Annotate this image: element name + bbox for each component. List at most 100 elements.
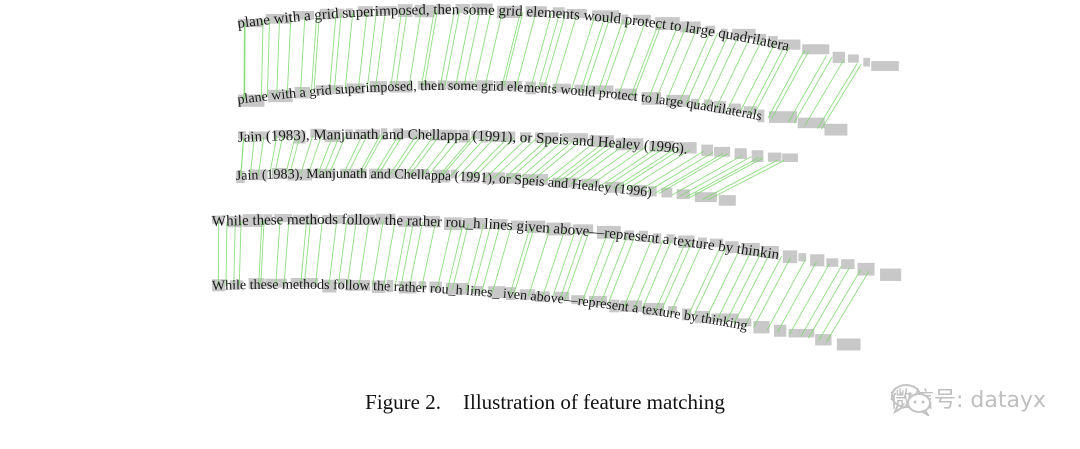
feature-match-line — [238, 221, 242, 286]
text-shadow-segment — [267, 89, 293, 103]
text-shadow-segment — [571, 295, 586, 305]
feature-match-line — [537, 13, 560, 89]
feature-match-line — [225, 221, 228, 286]
feature-match-line — [646, 151, 714, 193]
text-shadow-segment — [238, 131, 246, 140]
feature-match-line — [671, 155, 743, 196]
text-shadow-segment — [701, 144, 713, 157]
feature-match-line — [333, 13, 342, 91]
text-shadow-segment — [667, 306, 678, 315]
feature-match-line — [240, 137, 245, 176]
feature-match-line — [530, 13, 552, 89]
match-lines — [217, 10, 870, 343]
feature-match-line — [804, 59, 845, 126]
warped-text-shadows — [212, 3, 902, 351]
text-shadow-segment — [697, 237, 707, 248]
text-shadow-segment — [407, 169, 430, 178]
text-shadow-segment — [682, 308, 692, 321]
text-shadow-segment — [621, 14, 629, 25]
text-shadow-segment — [554, 291, 570, 301]
text-shadow-segment — [624, 230, 634, 241]
text-shadow-segment — [741, 242, 760, 256]
feature-match-line — [343, 134, 363, 175]
text-shadow-segment — [586, 85, 614, 95]
feature-match-line — [441, 136, 477, 177]
feature-match-line — [515, 12, 537, 88]
text-shadow-segment — [430, 129, 458, 141]
feature-match-line — [257, 136, 265, 176]
feature-match-line — [618, 148, 681, 190]
feature-match-line — [266, 20, 270, 97]
text-shadow-segment — [615, 138, 644, 151]
feature-match-line — [393, 135, 422, 175]
text-shadow-segment — [666, 94, 690, 107]
text-shadow-segment — [620, 300, 643, 313]
text-shadow-segment — [294, 86, 310, 99]
text-shadow-segment — [371, 280, 386, 293]
text-shadow-segment — [732, 28, 756, 40]
wechat-icon — [891, 384, 931, 416]
feature-match-line — [541, 229, 566, 298]
text-shadow-segment — [392, 128, 403, 141]
feature-match-line — [276, 19, 280, 96]
feature-match-line — [687, 246, 721, 317]
feature-match-line — [344, 13, 354, 90]
text-shadow-segment — [552, 177, 578, 188]
feature-match-line — [633, 24, 662, 97]
text-shadow-segment — [274, 214, 293, 223]
text-shadow-segment — [857, 262, 875, 276]
feature-match-line — [641, 240, 672, 310]
text-shadow-segment — [429, 281, 442, 292]
feature-match-line — [604, 147, 666, 189]
text-shadow-segment — [236, 170, 245, 184]
text-shadow-segment — [561, 133, 589, 143]
text-shadow-segment — [417, 80, 436, 90]
text-shadow-segment — [757, 109, 765, 123]
feature-match-line — [436, 222, 453, 290]
feature-match-line — [346, 220, 357, 286]
text-shadow-segment — [810, 254, 825, 267]
feature-match-line — [613, 148, 676, 189]
feature-match-line — [395, 10, 408, 87]
text-shadow-segment — [588, 296, 607, 306]
text-shadow-segment — [375, 213, 396, 225]
text-shadow-segment — [389, 81, 412, 93]
feature-match-line — [438, 136, 474, 177]
text-shadow-segment — [666, 234, 675, 244]
text-shadow-segment — [414, 4, 435, 18]
text-shadow-segment — [310, 128, 324, 138]
text-shadow-segment — [609, 299, 620, 313]
text-shadow-segment — [455, 4, 471, 14]
text-shadow-segment — [450, 169, 457, 179]
feature-match-line — [361, 134, 384, 175]
feature-match-line — [654, 153, 724, 194]
feature-match-line — [285, 135, 296, 175]
feature-match-line — [517, 139, 564, 181]
text-shadow-segment — [380, 128, 388, 141]
feature-match-line — [715, 38, 750, 109]
feature-match-line — [800, 266, 842, 337]
feature-match-line — [679, 156, 752, 197]
feature-match-line — [725, 252, 762, 323]
text-shadow-segment — [703, 99, 713, 110]
text-shadow-segment — [525, 6, 547, 17]
feature-match-line — [421, 222, 437, 289]
feature-match-line — [820, 64, 862, 130]
feature-match-line — [637, 150, 704, 192]
text-shadow-segment — [294, 11, 315, 20]
text-shadow-segment — [574, 84, 586, 93]
feature-match-line — [420, 10, 435, 87]
text-shadow-segment — [458, 129, 470, 143]
text-shadow-segment — [841, 259, 855, 270]
feature-match-line — [286, 17, 292, 95]
text-shadow-segment — [265, 13, 292, 24]
text-shadow-segment — [248, 278, 265, 289]
text-shadow-segment — [552, 7, 565, 17]
text-shadow-segment — [287, 169, 313, 181]
feature-match-line — [689, 157, 764, 198]
text-shadow-segment — [227, 216, 242, 228]
feature-match-line — [508, 139, 555, 180]
text-shadow-segment — [767, 152, 782, 162]
text-shadow-segment — [774, 324, 787, 337]
text-shadow-segment — [238, 18, 264, 28]
